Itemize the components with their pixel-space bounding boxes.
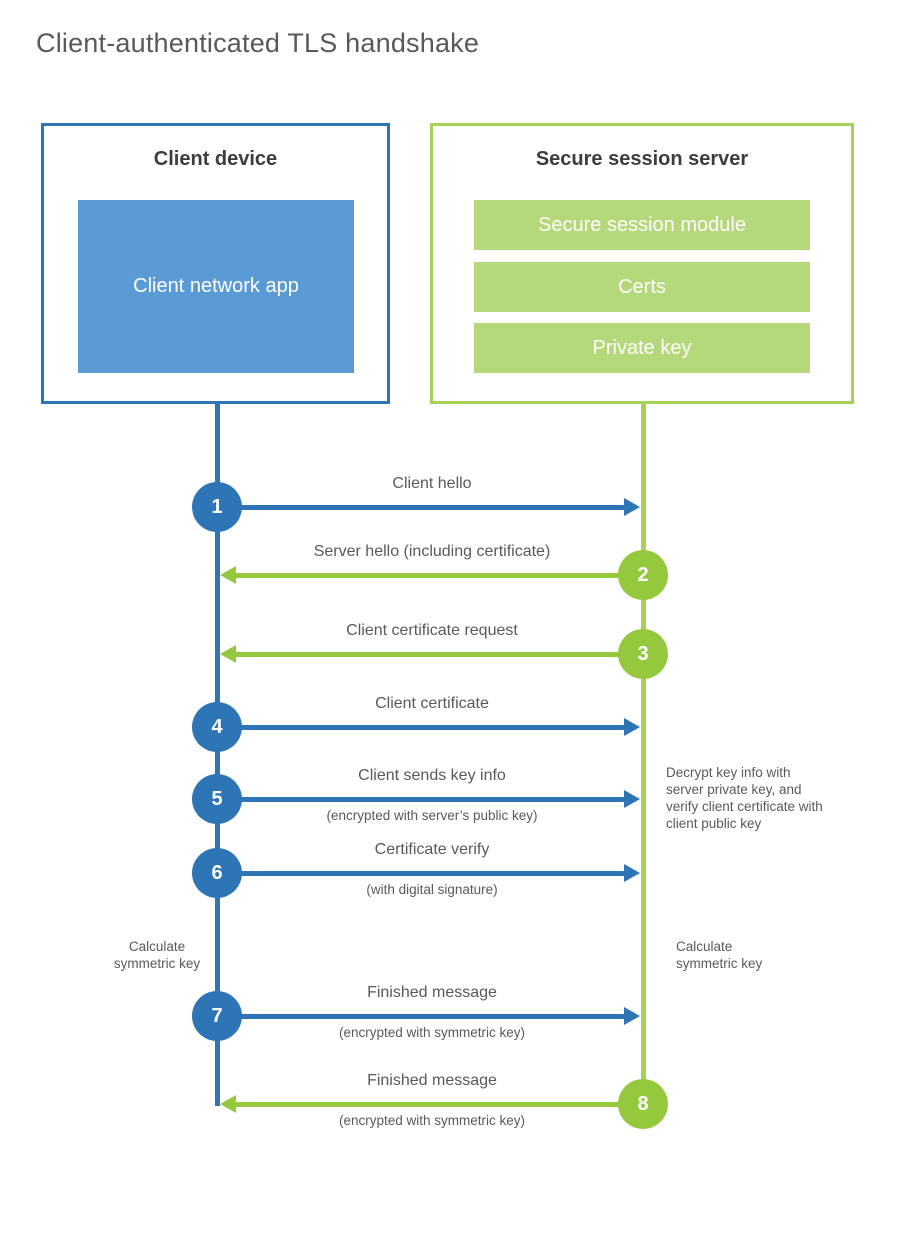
client-network-app-box: Client network app (78, 200, 354, 373)
arrowhead-left-icon (220, 565, 236, 584)
step-circle: 5 (192, 774, 242, 824)
arrowhead-right-icon (624, 717, 640, 736)
arrowhead-right-icon (624, 1006, 640, 1025)
arrowhead-right-icon (624, 497, 640, 516)
arrow-shaft (219, 796, 624, 802)
step-number: 7 (211, 1004, 223, 1027)
secure-session-server-box: Secure session server Secure session mod… (430, 123, 854, 404)
message-sublabel: (encrypted with symmetric key) (338, 1113, 526, 1128)
message-sublabel: (with digital signature) (366, 882, 498, 897)
message-label: Finished message (367, 984, 497, 1001)
message-label: Finished message (367, 1072, 497, 1089)
private-key-bar: Private key (474, 323, 810, 373)
arrow-shaft (219, 1013, 624, 1019)
message-label: Client certificate (375, 695, 489, 712)
arrow-shaft (219, 724, 624, 730)
step-number: 1 (211, 495, 223, 518)
arrow-shaft (236, 1101, 641, 1107)
message-sublabel: (encrypted with server’s public key) (326, 808, 538, 823)
arrow-shaft (236, 651, 641, 657)
secure-session-server-title: Secure session server (535, 148, 749, 170)
step-number: 2 (637, 563, 649, 586)
server-lifeline (641, 404, 646, 1104)
decrypt-key-info-note: Decrypt key info with server private key… (666, 765, 823, 831)
step-number: 5 (211, 787, 223, 810)
message-label: Client sends key info (358, 767, 506, 784)
calculate-symmetric-key-note-server: Calculate symmetric key (676, 939, 763, 971)
step-circle: 3 (618, 629, 668, 679)
arrowhead-left-icon (220, 644, 236, 663)
message-label: Server hello (including certificate) (313, 543, 551, 560)
client-network-app-label: Client network app (133, 275, 299, 297)
step-circle: 4 (192, 702, 242, 752)
step-number: 6 (211, 861, 223, 884)
step-number: 4 (211, 715, 223, 738)
client-device-box: Client device Client network app (41, 123, 390, 404)
step-circle: 2 (618, 550, 668, 600)
page-title: Client-authenticated TLS handshake (36, 28, 480, 58)
arrowhead-right-icon (624, 789, 640, 808)
message-sublabel: (encrypted with symmetric key) (338, 1025, 526, 1040)
client-device-title: Client device (153, 148, 278, 170)
step-circle: 7 (192, 991, 242, 1041)
arrow-shaft (219, 504, 624, 510)
step-circle: 6 (192, 848, 242, 898)
arrow-shaft (236, 572, 641, 578)
arrow-shaft (219, 870, 624, 876)
secure-session-module-bar: Secure session module (474, 200, 810, 250)
message-label: Client hello (392, 475, 472, 492)
step-number: 8 (637, 1092, 649, 1115)
step-circle: 8 (618, 1079, 668, 1129)
client-lifeline (215, 404, 220, 1106)
step-circle: 1 (192, 482, 242, 532)
arrowhead-left-icon (220, 1094, 236, 1113)
step-number: 3 (637, 642, 649, 665)
message-label: Certificate verify (374, 841, 490, 858)
calculate-symmetric-key-note-client: Calculate symmetric key (113, 939, 201, 971)
certs-bar: Certs (474, 262, 810, 312)
message-label: Client certificate request (346, 622, 518, 639)
arrowhead-right-icon (624, 863, 640, 882)
